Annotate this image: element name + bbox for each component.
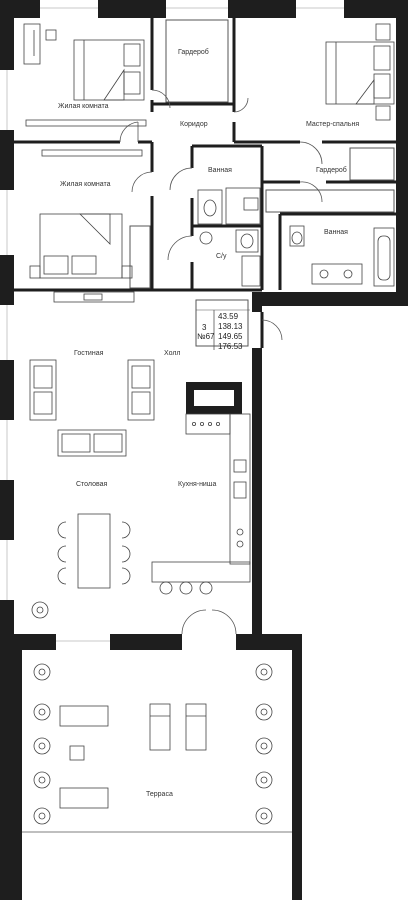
label-bathroom-1: Ванная xyxy=(208,167,232,174)
apartment-number: №67 xyxy=(197,332,215,341)
room-labels: Жилая комната Гардероб Мастер-спальня Ко… xyxy=(58,48,359,798)
windows xyxy=(6,7,344,642)
terrace-plants xyxy=(33,663,273,825)
label-wardrobe-1: Гардероб xyxy=(178,48,209,56)
apartment-info: 3 №67 43.59 138.13 149.65 176.53 xyxy=(196,309,250,351)
interior-walls xyxy=(14,18,396,348)
terrace-furniture xyxy=(59,703,207,809)
sofa-right xyxy=(127,359,155,421)
bed-bedroom-1 xyxy=(73,39,145,101)
area-living: 43.59 xyxy=(218,312,239,321)
area-full: 176.53 xyxy=(218,342,243,351)
area-with-terrace: 149.65 xyxy=(218,332,243,341)
label-master-bedroom: Мастер-спальня xyxy=(306,121,359,128)
wardrobe-bedroom-2 xyxy=(41,149,143,303)
label-terrace: Терраса xyxy=(146,791,173,798)
label-living-room-1: Жилая комната xyxy=(58,103,109,110)
bed-bedroom-2 xyxy=(29,213,133,279)
label-hall: Холл xyxy=(164,350,181,357)
desk-bedroom-1 xyxy=(23,23,147,127)
doors xyxy=(119,89,323,635)
label-kitchen: Кухня-ниша xyxy=(178,481,216,488)
label-dining: Столовая xyxy=(76,481,108,488)
sofa-bottom xyxy=(57,429,127,457)
closets xyxy=(129,19,395,347)
rooms-count: 3 xyxy=(202,323,207,332)
label-corridor: Коридор xyxy=(180,121,208,128)
label-living-room-2: Жилая комната xyxy=(60,181,111,188)
dining-table xyxy=(57,513,131,589)
label-wardrobe-2: Гардероб xyxy=(316,166,347,174)
kitchen-counter xyxy=(151,413,251,595)
label-bathroom-2: Ванная xyxy=(324,229,348,236)
bathroom-fixtures xyxy=(197,187,395,287)
label-lounge: Гостиная xyxy=(74,350,104,357)
label-wc: С/у xyxy=(216,253,227,260)
potted-plant xyxy=(31,601,49,619)
sofa-left xyxy=(29,359,57,421)
bed-master-bedroom xyxy=(325,23,395,121)
area-total: 138.13 xyxy=(218,322,243,331)
